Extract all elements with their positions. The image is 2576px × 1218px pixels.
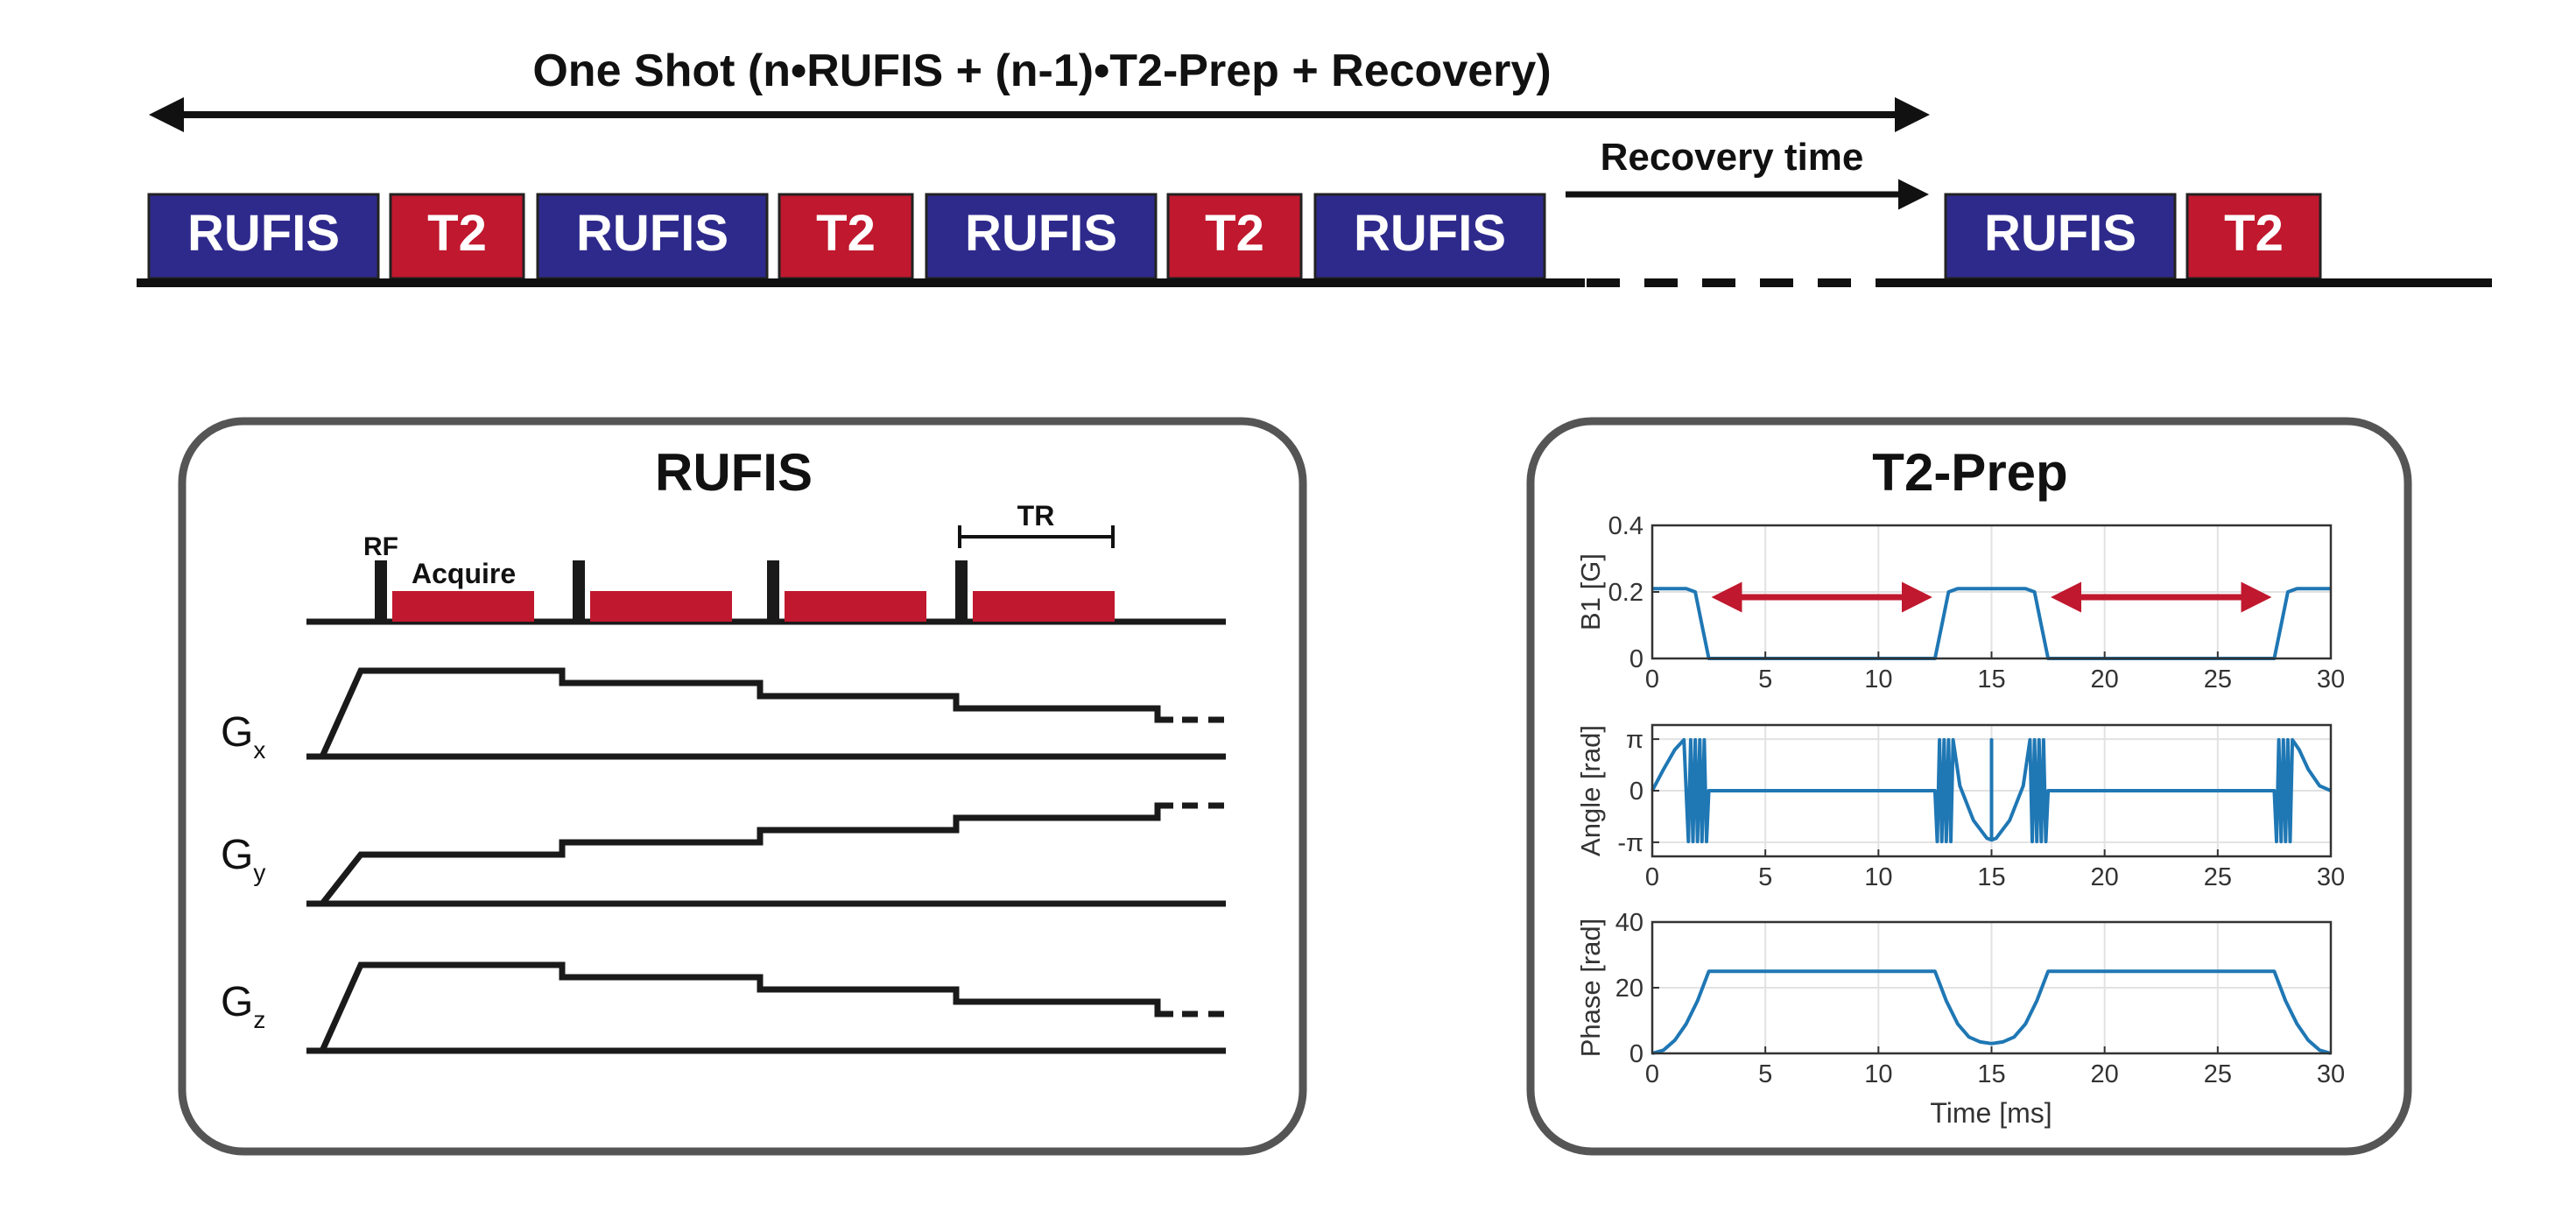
- t2-block-label: T2: [2224, 205, 2284, 262]
- acquire-window: [392, 591, 534, 622]
- rufis-block-label: RUFIS: [187, 205, 340, 262]
- b1-trace: [1652, 587, 2331, 660]
- x-tick-label: 5: [1758, 665, 1772, 693]
- rufis-block-label: RUFIS: [1984, 205, 2136, 262]
- rufis-block-label: RUFIS: [965, 205, 1117, 262]
- gx-waveform: [319, 667, 1173, 758]
- rf-pulse: [573, 560, 585, 622]
- t2-block: [778, 193, 914, 280]
- y-tick-label: 20: [1615, 975, 1643, 1003]
- x-tick-label: 15: [1977, 1060, 2005, 1088]
- rf-pulse: [375, 560, 387, 622]
- x-tick-label: 20: [2091, 665, 2119, 693]
- rufis-block-label: RUFIS: [1354, 205, 1506, 262]
- b1-ylabel: B1 [G]: [1575, 553, 1606, 630]
- t2-block-label: T2: [816, 205, 876, 262]
- rf-label: RF: [363, 532, 398, 561]
- rf-pulses: [375, 560, 968, 622]
- x-tick-label: 10: [1864, 863, 1892, 891]
- y-tick-label: π: [1626, 726, 1643, 754]
- x-tick-label: 30: [2317, 1060, 2345, 1088]
- rf-pulse: [767, 560, 779, 622]
- acquire-windows: [392, 591, 1115, 622]
- x-tick-label: 25: [2204, 665, 2232, 693]
- tr-bracket: [958, 525, 1115, 548]
- t2prep-panel: T2-Prep 0 5 10 15 20 25 30 0 0.2 0.4B1 [G] 0 5 10 15 2…: [1526, 417, 2412, 1156]
- x-tick-label: 10: [1864, 665, 1892, 693]
- x-tick-label: 20: [2091, 863, 2119, 891]
- rufis-panel: RUFIS RF Acquire TR: [178, 417, 1307, 1156]
- x-tick-label: 20: [2091, 1060, 2119, 1088]
- gy-label: Gy: [221, 832, 265, 886]
- rufis-block: [925, 193, 1158, 280]
- sequence-title: One Shot (n•RUFIS + (n-1)•T2-Prep + Reco…: [532, 46, 1551, 96]
- acquire-window: [785, 591, 926, 622]
- recovery-time-label: Recovery time: [1601, 136, 1864, 179]
- rufis-panel-frame: [178, 417, 1307, 1156]
- x-tick-label: 15: [1977, 863, 2005, 891]
- x-tick-label: 0: [1645, 863, 1659, 891]
- t2-block: [389, 193, 525, 280]
- x-tick-label: 10: [1864, 1060, 1892, 1088]
- rufis-block: [1313, 193, 1546, 280]
- t2prep-xlabel: Time [ms]: [1930, 1097, 2052, 1129]
- gx-label: Gx: [221, 709, 265, 764]
- y-tick-label: -π: [1617, 829, 1643, 857]
- rufis-block: [536, 193, 769, 280]
- y-tick-label: 0: [1629, 778, 1643, 806]
- x-tick-label: 25: [2204, 1060, 2232, 1088]
- rf-pulse: [955, 560, 968, 622]
- sequence-timeline: One Shot (n•RUFIS + (n-1)•T2-Prep + Reco…: [137, 46, 2492, 287]
- sequence-blocks: RUFIS T2 RUFIS T2 RUFIS T2 RUFIS RUFIS T2: [147, 193, 2322, 280]
- gy-waveform: [320, 802, 1173, 906]
- gz-waveform: [319, 961, 1173, 1053]
- b1-subplot: 0 5 10 15 20 25 30 0 0.2 0.4B1 [G]: [1575, 512, 2345, 693]
- phase-subplot: 0 5 10 15 20 25 30 0 20 40 Phase [rad]: [1575, 909, 2345, 1088]
- gradient-labels: Gx Gy Gz: [221, 709, 265, 1033]
- phase-ylabel: Phase [rad]: [1575, 919, 1606, 1058]
- rufis-block: [147, 193, 380, 280]
- y-tick-label: 0.2: [1608, 579, 1643, 607]
- y-tick-label: 0: [1629, 645, 1643, 673]
- x-tick-label: 5: [1758, 1060, 1772, 1088]
- angle-trace: [1650, 737, 2332, 844]
- acquire-window: [973, 591, 1115, 622]
- x-tick-label: 0: [1645, 665, 1659, 693]
- x-tick-label: 30: [2317, 665, 2345, 693]
- gz-label: Gz: [221, 979, 265, 1033]
- t2prep-panel-title: T2-Prep: [1872, 443, 2067, 502]
- x-tick-label: 15: [1977, 665, 2005, 693]
- acquire-label: Acquire: [412, 558, 516, 589]
- rufis-panel-title: RUFIS: [655, 443, 813, 502]
- t2-block-label: T2: [1205, 205, 1264, 262]
- x-tick-label: 0: [1645, 1060, 1659, 1088]
- x-tick-label: 25: [2204, 863, 2232, 891]
- y-tick-label: 0.4: [1608, 512, 1643, 540]
- y-tick-label: 40: [1615, 909, 1643, 937]
- x-tick-label: 30: [2317, 863, 2345, 891]
- y-tick-label: 0: [1629, 1040, 1643, 1068]
- x-tick-label: 5: [1758, 863, 1772, 891]
- phase-trace: [1651, 969, 2332, 1055]
- rufis-block-label: RUFIS: [576, 205, 728, 262]
- t2-block-label: T2: [427, 205, 487, 262]
- acquire-window: [590, 591, 732, 622]
- t2-block: [1166, 193, 1303, 280]
- angle-ylabel: Angle [rad]: [1575, 725, 1606, 856]
- tr-label: TR: [1017, 500, 1055, 532]
